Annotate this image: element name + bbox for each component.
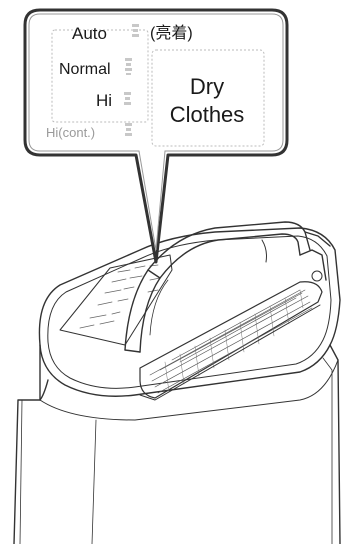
mode-label-normal: Normal (59, 61, 111, 78)
top-rim (39, 228, 340, 396)
control-panel (60, 255, 172, 345)
dehumidifier-illustration (14, 222, 340, 544)
callout-bubble: Auto Normal Hi Hi(cont.) (亮着) Dry Clothe… (25, 10, 287, 262)
mode-label-auto: Auto (72, 24, 107, 43)
lit-indicator-label: (亮着) (150, 24, 193, 42)
mode-label-hi: Hi (96, 91, 112, 110)
body-left-side (14, 345, 40, 544)
dry-clothes-label-line1: Dry (190, 74, 224, 99)
dry-clothes-label-line2: Clothes (170, 102, 245, 127)
mode-label-hi-cont: Hi(cont.) (46, 125, 95, 140)
